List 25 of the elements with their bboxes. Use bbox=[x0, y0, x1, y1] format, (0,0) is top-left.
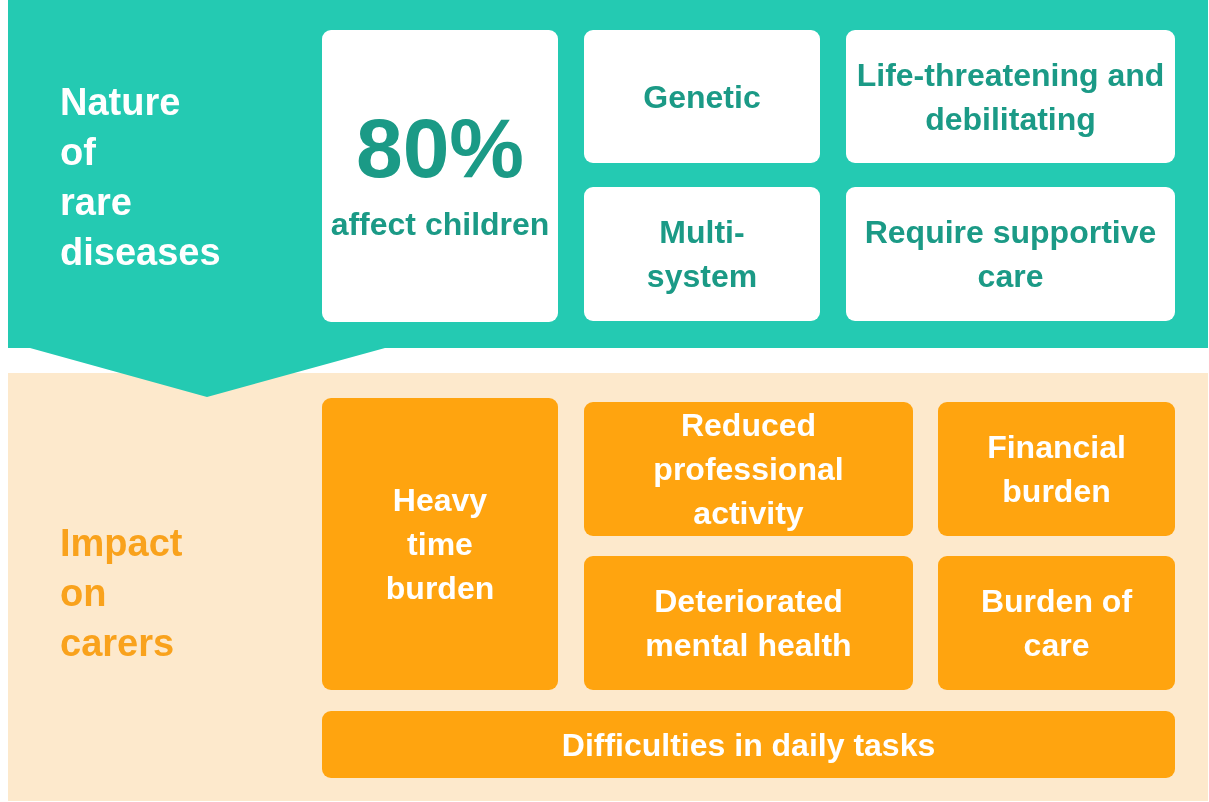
info-card bbox=[584, 30, 820, 163]
card-text: Multi-system bbox=[645, 213, 759, 296]
section-heading: Impact on carers bbox=[60, 521, 184, 666]
stat-caption: affect children bbox=[330, 205, 550, 244]
info-card bbox=[938, 402, 1175, 536]
card-text: Burden of care bbox=[979, 582, 1134, 665]
info-card bbox=[322, 398, 558, 690]
info-card bbox=[584, 556, 913, 690]
info-card bbox=[322, 30, 558, 322]
card-text: Require supportive care bbox=[863, 213, 1158, 296]
card-text: Financial burden bbox=[986, 428, 1127, 511]
info-card bbox=[584, 187, 820, 321]
stat-value: 80% bbox=[355, 106, 525, 190]
info-card bbox=[846, 30, 1175, 163]
info-card bbox=[584, 402, 913, 536]
card-text: Deteriorated mental health bbox=[644, 582, 853, 665]
card-text: Life-threatening and debilitating bbox=[855, 55, 1166, 139]
card-text: Reduced professional activity bbox=[652, 406, 845, 533]
card-text: Genetic bbox=[643, 77, 761, 117]
card-text: Difficulties in daily tasks bbox=[561, 725, 936, 765]
info-card bbox=[322, 711, 1175, 778]
card-text: Heavy time burden bbox=[384, 481, 496, 608]
info-card bbox=[846, 187, 1175, 321]
section-heading: Nature of rare diseases bbox=[60, 80, 222, 275]
info-card bbox=[938, 556, 1175, 690]
